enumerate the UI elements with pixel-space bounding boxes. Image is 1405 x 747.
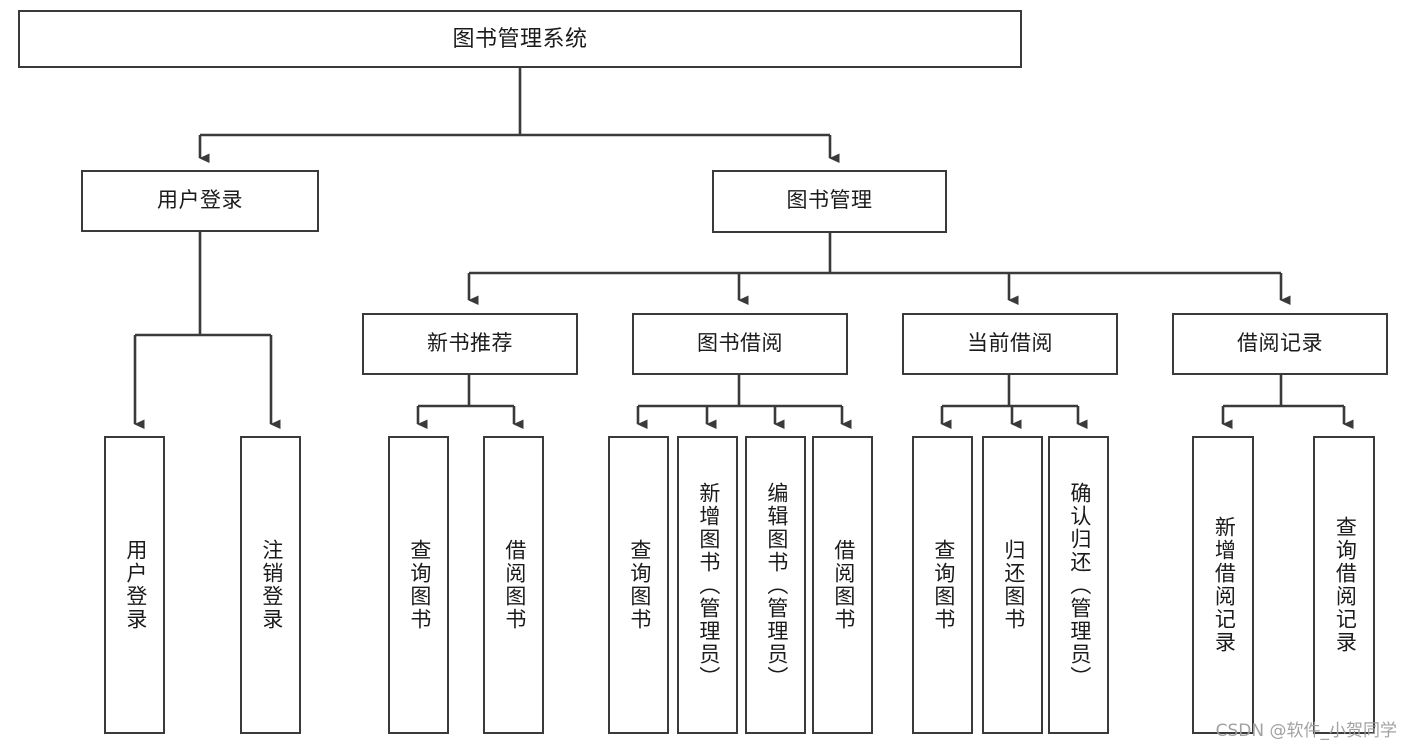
node-label: 借阅记录 — [1237, 331, 1323, 355]
leaf-user-login-logout[interactable]: 注销登录 — [240, 436, 301, 734]
node-label: 查询图书 — [931, 539, 955, 631]
node-label: 注销登录 — [259, 539, 283, 631]
node-label: 归还图书 — [1001, 539, 1025, 631]
leaf-borrow-add-book-admin[interactable]: 新增图书（管理员） — [677, 436, 738, 734]
leaf-user-login-login[interactable]: 用户登录 — [104, 436, 165, 734]
leaf-borrow-query-book[interactable]: 查询图书 — [608, 436, 669, 734]
leaf-current-return-book[interactable]: 归还图书 — [982, 436, 1043, 734]
node-label: 用户登录 — [123, 539, 147, 631]
leaf-recommend-query-book[interactable]: 查询图书 — [388, 436, 449, 734]
leaf-record-query-record[interactable]: 查询借阅记录 — [1313, 436, 1375, 734]
leaf-recommend-borrow-book[interactable]: 借阅图书 — [483, 436, 544, 734]
node-label: 图书借阅 — [697, 331, 783, 355]
leaf-borrow-edit-book-admin[interactable]: 编辑图书（管理员） — [745, 436, 806, 734]
node-label: 确认归还（管理员） — [1067, 481, 1091, 689]
leaf-borrow-borrow-book[interactable]: 借阅图书 — [812, 436, 873, 734]
node-borrow-record[interactable]: 借阅记录 — [1172, 313, 1388, 375]
node-book-borrow[interactable]: 图书借阅 — [632, 313, 848, 375]
node-label: 图书管理 — [786, 189, 873, 213]
node-label: 新增借阅记录 — [1212, 516, 1236, 654]
node-label: 查询借阅记录 — [1333, 516, 1357, 654]
node-label: 借阅图书 — [502, 539, 526, 631]
leaf-record-add-record[interactable]: 新增借阅记录 — [1192, 436, 1254, 734]
node-root-system[interactable]: 图书管理系统 — [18, 10, 1022, 68]
leaf-current-query-book[interactable]: 查询图书 — [912, 436, 973, 734]
node-label: 当前借阅 — [967, 331, 1053, 355]
node-label: 查询图书 — [407, 539, 431, 631]
node-label: 新书推荐 — [427, 331, 513, 355]
node-book-management[interactable]: 图书管理 — [712, 170, 947, 233]
node-current-borrow[interactable]: 当前借阅 — [902, 313, 1118, 375]
watermark-text: CSDN @软件_小贺同学 — [1215, 721, 1397, 741]
node-label: 借阅图书 — [831, 539, 855, 631]
node-label: 图书管理系统 — [452, 26, 588, 52]
leaf-current-confirm-return-admin[interactable]: 确认归还（管理员） — [1048, 436, 1109, 734]
node-label: 用户登录 — [157, 188, 243, 212]
node-user-login[interactable]: 用户登录 — [81, 170, 319, 232]
node-label: 新增图书（管理员） — [696, 481, 720, 689]
node-new-book-recommend[interactable]: 新书推荐 — [362, 313, 578, 375]
node-label: 查询图书 — [627, 539, 651, 631]
node-label: 编辑图书（管理员） — [764, 481, 788, 689]
